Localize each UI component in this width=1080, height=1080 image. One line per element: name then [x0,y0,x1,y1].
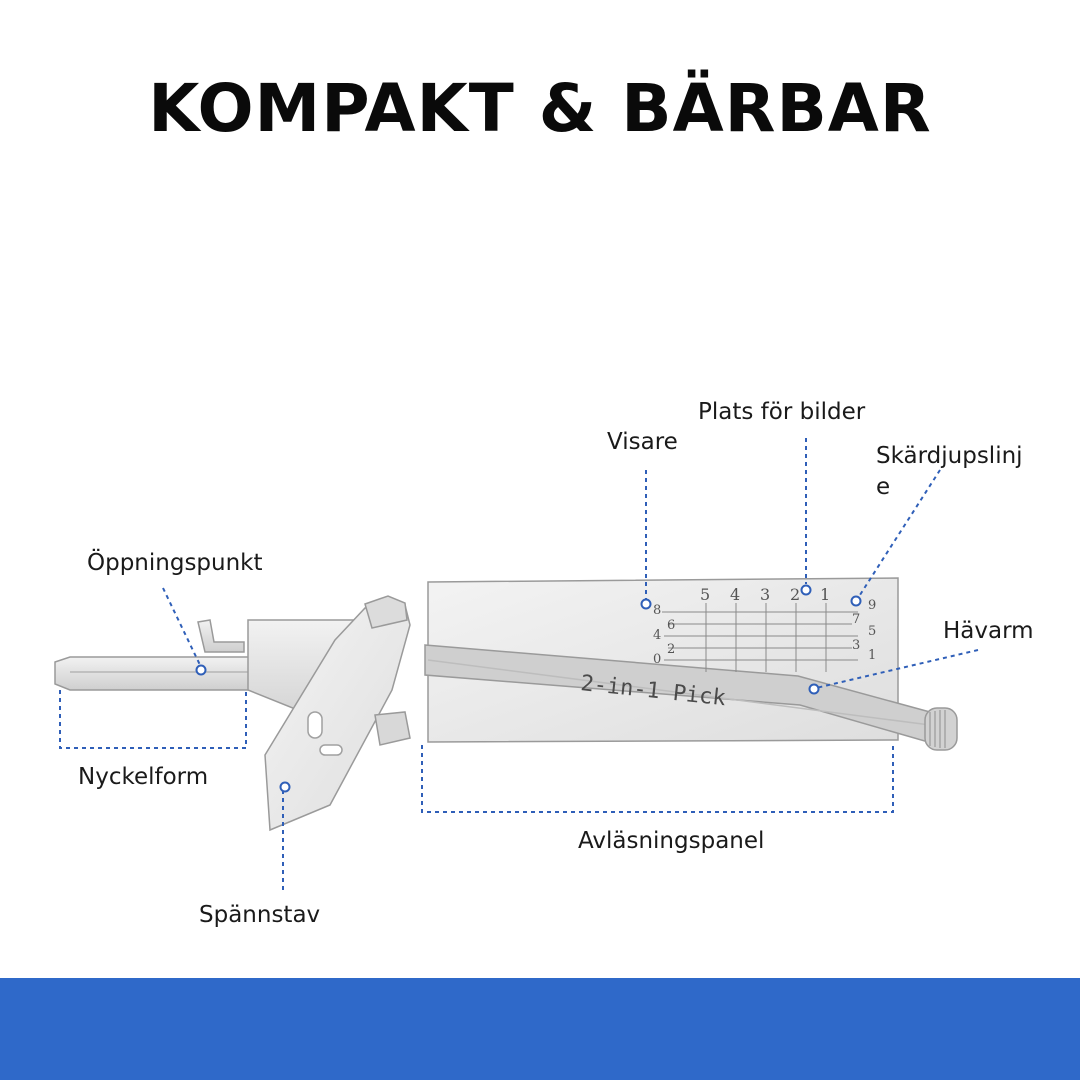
bottom-color-band [0,978,1080,1080]
tension-bar-plate [264,604,411,832]
scale-right-9: 9 [868,598,876,613]
scale-numbers: 5 4 3 2 1 8 6 4 2 0 9 7 5 3 1 [653,585,876,667]
annotation-markers [195,584,862,793]
lever-knob [924,707,958,751]
marker-indicator [640,598,652,610]
annotation-lines [59,438,979,890]
marker-lever [808,683,820,695]
marker-tension-bar [279,781,291,793]
label-indicator: Visare [607,429,678,455]
scale-top-1: 1 [820,585,830,604]
scale-left-2: 2 [667,642,675,657]
tension-bar-clip [364,595,408,629]
scale-left-4: 4 [653,628,661,643]
scale-right-7: 7 [852,612,860,627]
scale-top-4: 4 [730,585,740,604]
label-cut-depth-line-line2: e [876,474,890,500]
label-key-shape: Nyckelform [78,764,208,790]
scale-right-1: 1 [868,648,876,663]
scale-left-8: 8 [653,603,661,618]
label-picture-space: Plats för bilder [698,399,866,425]
scale-left-0: 0 [653,652,661,667]
label-opening-point: Öppningspunkt [87,548,263,576]
page-title: KOMPAKT & BÄRBAR [148,70,932,147]
label-tension-bar: Spännstav [199,902,320,928]
scale-top-5: 5 [700,585,710,604]
marker-picture-space [800,584,812,596]
scale-left-6: 6 [667,618,675,633]
opening-hook [197,619,245,653]
scale-top-2: 2 [790,585,800,604]
marker-opening-point [195,664,207,676]
scale-grid [662,603,858,672]
marker-cut-depth-line [850,595,862,607]
label-lever: Hävarm [943,618,1034,644]
scale-right-5: 5 [868,624,876,639]
key-blade [54,656,251,691]
scale-top-3: 3 [760,585,770,604]
label-cut-depth-line-line1: Skärdjupslinj [876,443,1023,469]
label-reading-panel: Avläsningspanel [578,828,764,854]
scale-right-3: 3 [852,638,860,653]
lock-pick-tool [54,577,958,832]
